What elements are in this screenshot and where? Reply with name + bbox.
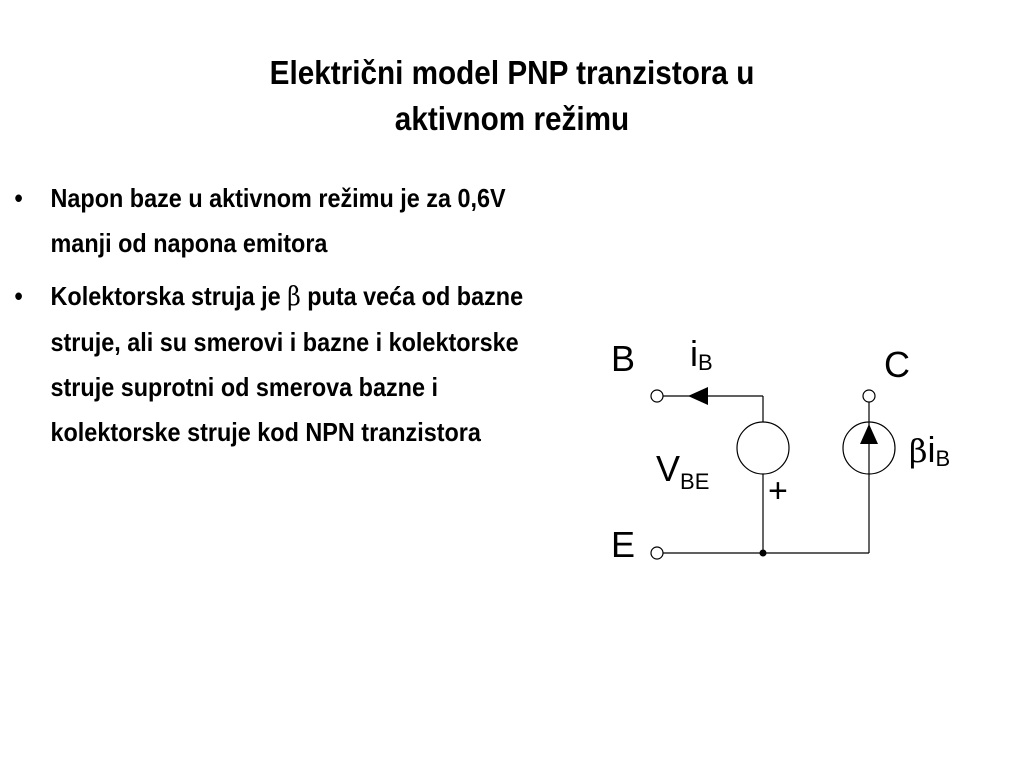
bullet-dot: • [14,281,23,311]
source-beta-symbol: β [909,432,928,470]
source-current-symbol: i [928,429,936,470]
vbe-plus-sign: + [768,472,788,510]
base-current-arrow [688,387,708,405]
slide-title: Električni model PNP tranzistora u aktiv… [51,50,973,142]
emitter-label: E [611,524,635,565]
source-current-subscript: B [936,446,951,471]
collector-terminal [862,389,876,403]
collector-label: C [884,344,910,385]
junction-dot [759,549,767,557]
base-current-label: iB [690,333,713,375]
base-terminal [650,389,664,403]
bullet-list: • Napon baze u aktivnom režimu je za 0,6… [10,176,568,463]
vbe-subscript: BE [680,469,709,494]
vbe-source [736,421,790,475]
emitter-terminal [650,546,664,560]
beta-symbol: β [287,282,301,312]
base-current-symbol: i [690,333,698,374]
bullet-text-end: puta veća od bazne struje, ali su smerov… [50,281,524,447]
bullet-item: • Kolektorska struja je β puta veća od b… [10,274,568,455]
base-label: B [611,338,635,379]
vbe-symbol: V [656,448,680,489]
current-source-arrow-head [860,424,878,444]
bullet-dot: • [14,183,23,213]
base-current-subscript: B [698,350,713,375]
title-line-1: Električni model PNP tranzistora u [269,54,755,91]
bullet-item: • Napon baze u aktivnom režimu je za 0,6… [10,176,568,266]
bullet-text-start: Kolektorska struja je [50,281,288,311]
bullet-text: Napon baze u aktivnom režimu je za 0,6V … [50,183,506,258]
title-line-2: aktivnom režimu [394,100,630,137]
vbe-label: VBE [656,448,709,494]
source-current-label: βiB [909,429,950,471]
